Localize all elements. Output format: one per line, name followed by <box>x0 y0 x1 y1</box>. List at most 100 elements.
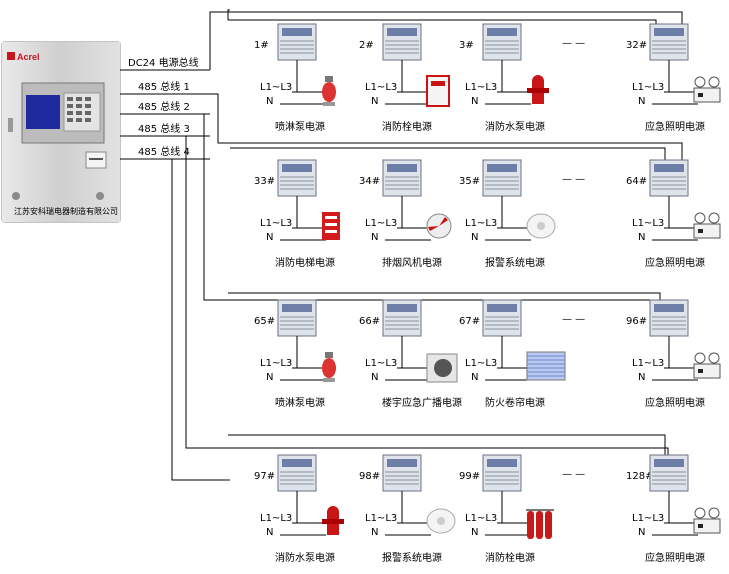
unit-number: 34# <box>359 176 380 187</box>
bus-label-2: 485 总线 2 <box>138 100 190 113</box>
bus-4: 485 总线 4 <box>120 145 210 160</box>
device-name: 消防栓电源 <box>382 120 432 133</box>
device-name: 消防栓电源 <box>485 551 535 564</box>
bus-label-4: 485 总线 4 <box>138 145 190 158</box>
neutral-label: N <box>371 232 378 243</box>
neutral-label: N <box>638 527 645 538</box>
neutral-label: N <box>638 232 645 243</box>
smoke-fan-icon <box>426 213 452 239</box>
power-sensor-module <box>482 23 522 61</box>
device-name: 应急照明电源 <box>645 551 705 564</box>
unit-number: 66# <box>359 316 380 327</box>
phase-label: L1~L3 <box>465 218 497 229</box>
power-sensor-module <box>482 454 522 492</box>
device-name: 报警系统电源 <box>382 551 442 564</box>
bus-0: DC24 电源总线 <box>120 56 210 71</box>
power-sensor-module <box>277 23 317 61</box>
unit-number: 32# <box>626 40 647 51</box>
device-name: 消防电梯电源 <box>275 256 335 269</box>
power-sensor-module <box>382 23 422 61</box>
power-sensor-module <box>649 23 689 61</box>
device-name: 报警系统电源 <box>485 256 545 269</box>
power-sensor-module <box>382 454 422 492</box>
neutral-label: N <box>266 372 273 383</box>
bus-1: 485 总线 1 <box>120 80 210 95</box>
unit-number: 33# <box>254 176 275 187</box>
power-sensor-module <box>482 299 522 337</box>
phase-label: L1~L3 <box>465 358 497 369</box>
phase-label: L1~L3 <box>632 82 664 93</box>
neutral-label: N <box>266 96 273 107</box>
ellipsis: — — <box>562 174 585 185</box>
power-unit: 97# L1~L3N 消防水泵电源 <box>254 454 344 564</box>
svg-text:Acrel: Acrel <box>17 52 40 62</box>
device-name: 防火卷帘电源 <box>485 396 545 409</box>
phase-label: L1~L3 <box>632 358 664 369</box>
lcd-screen <box>26 95 60 129</box>
neutral-label: N <box>638 372 645 383</box>
neutral-label: N <box>266 527 273 538</box>
unit-number: 67# <box>459 316 480 327</box>
phase-label: L1~L3 <box>365 513 397 524</box>
neutral-label: N <box>371 372 378 383</box>
device-name: 排烟风机电源 <box>382 256 442 269</box>
monitoring-panel: Acrel 江苏安科瑞电器制造有限公司 <box>1 41 121 223</box>
panel-screw <box>12 192 20 200</box>
unit-number: 128# <box>626 471 653 482</box>
smoke-detector-icon <box>526 213 556 239</box>
device-name: 应急照明电源 <box>645 396 705 409</box>
unit-number: 2# <box>359 40 374 51</box>
neutral-label: N <box>471 372 478 383</box>
power-sensor-module <box>649 159 689 197</box>
acrel-logo: Acrel <box>7 52 40 62</box>
emergency-light-icon <box>693 212 721 239</box>
bus-2: 485 总线 2 <box>120 100 210 115</box>
power-units: 1#L1~L3N喷淋泵电源2#L1~L3N消防栓电源3#L1~L3N消防水泵电源… <box>254 23 721 564</box>
device-name: 应急照明电源 <box>645 256 705 269</box>
phase-label: L1~L3 <box>365 358 397 369</box>
fire-elevator-icon <box>322 212 340 240</box>
smoke-detector-icon <box>426 508 456 534</box>
device-name: 消防水泵电源 <box>485 120 545 133</box>
ellipsis: — — <box>562 38 585 49</box>
power-sensor-module <box>649 299 689 337</box>
power-sensor-module <box>277 454 317 492</box>
neutral-label: N <box>371 96 378 107</box>
phase-label: L1~L3 <box>465 82 497 93</box>
phase-label: L1~L3 <box>632 218 664 229</box>
device-name: 消防水泵电源 <box>275 551 335 564</box>
bus-label-1: 485 总线 1 <box>138 80 190 93</box>
gas-cylinder-icon <box>526 509 554 539</box>
emergency-light-icon <box>693 352 721 379</box>
fire-hydrant-icon <box>527 75 549 104</box>
unit-number: 99# <box>459 471 480 482</box>
ellipsis: — — <box>562 314 585 325</box>
device-name: 喷淋泵电源 <box>275 120 325 133</box>
phase-label: L1~L3 <box>260 513 292 524</box>
unit-number: 96# <box>626 316 647 327</box>
power-unit: 2# L1~L3N 消防栓电源 <box>359 23 450 133</box>
phase-label: L1~L3 <box>260 218 292 229</box>
phase-label: L1~L3 <box>365 82 397 93</box>
hydrant-box-icon <box>426 75 450 107</box>
unit-number: 97# <box>254 471 275 482</box>
sprinkler-icon <box>322 76 336 106</box>
unit-number: 64# <box>626 176 647 187</box>
broadcast-speaker-icon <box>426 353 458 383</box>
neutral-label: N <box>471 527 478 538</box>
device-name: 喷淋泵电源 <box>275 396 325 409</box>
phase-label: L1~L3 <box>260 358 292 369</box>
panel-handle <box>8 118 13 132</box>
power-sensor-module <box>277 159 317 197</box>
unit-number: 3# <box>459 40 474 51</box>
power-sensor-module <box>482 159 522 197</box>
unit-number: 1# <box>254 40 269 51</box>
fire-shutter-icon <box>526 351 566 381</box>
